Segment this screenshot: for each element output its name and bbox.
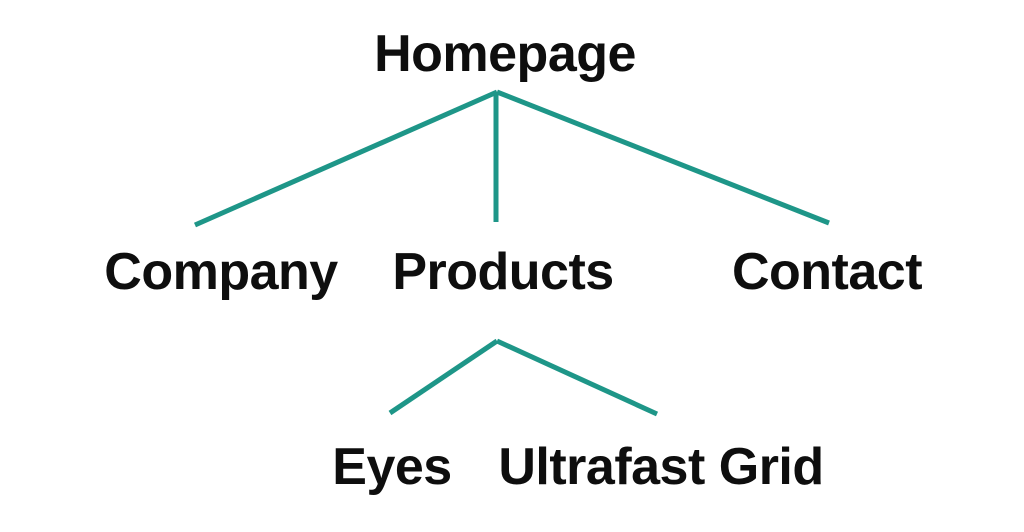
- node-label-homepage: Homepage: [374, 25, 636, 83]
- node-label-eyes: Eyes: [332, 438, 452, 496]
- node-label-contact: Contact: [731, 243, 923, 301]
- node-label-products: Products: [392, 243, 614, 301]
- edge-homepage-company: [193, 89, 499, 228]
- edge-homepage-contact: [496, 89, 830, 226]
- node-label-ultrafast-grid: Ultrafast Grid: [498, 438, 824, 496]
- edge-products-eyes: [388, 338, 499, 416]
- edge-products-ultrafast-grid: [495, 338, 659, 417]
- node-label-company: Company: [104, 243, 338, 301]
